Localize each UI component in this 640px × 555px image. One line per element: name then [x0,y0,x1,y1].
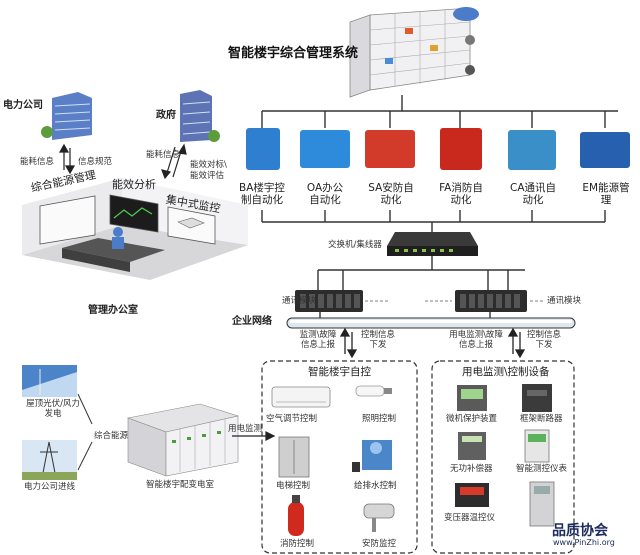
right-upload-label: 用电监测\故障信息上报 [449,330,503,351]
integrated-energy-label: 综合能源 [94,431,129,441]
government-building [180,90,220,142]
relay-protection-label: 微机保护装置 [446,414,498,424]
fire-control-label: 消防控制 [280,539,315,549]
solar-photo [22,365,77,397]
watermark-url: www.PinZhi.org [553,538,615,547]
watermark-name: 品质协会 [552,523,608,539]
grid-line-label: 电力公司进线 [24,482,76,492]
monitor-chart-icon [300,130,350,168]
network-switch-graphic [387,232,478,256]
elevator-control-label: 电梯控制 [276,481,311,491]
fire-icon [440,128,482,170]
lightbulb-icon [355,385,392,397]
switch-label: 交换机/集线器 [328,240,382,250]
right-download-label: 控制信息下发 [526,330,561,351]
power-company-label: 电力公司 [3,100,43,111]
security-camera-icon [363,503,395,532]
ac-control-label: 空气调节控制 [266,414,318,424]
office-room-graphic [22,178,248,280]
transformer-temp-label: 变压器温控仪 [444,513,496,523]
solar-label: 屋顶光伏/风力发电 [26,399,80,420]
left-download-label: 控制信息下发 [360,330,395,351]
lighting-control-label: 照明控制 [362,414,397,424]
smart-meter-icon [524,429,550,463]
fire-extinguisher-icon [288,495,304,536]
relay-protection-icon [457,385,487,411]
comm-module-right-graphic [455,290,527,312]
energy-info2-label: 能耗信息 [146,150,181,160]
camera-alarm-icon [365,130,415,168]
power-company-building [41,92,92,140]
government-label: 政府 [156,110,176,121]
system-label-ca: CA通讯自动化 [509,182,556,207]
energy-analysis-label: 能效分析 [112,178,156,191]
system-label-ba: BA楼宇控制自动化 [239,182,285,207]
system-label-sa: SA安防自动化 [368,182,414,207]
efficiency-eval-label: 能效对标\能效评估 [190,160,227,181]
comm-module-right-label: 通讯模块 [547,296,582,306]
grid-tower-photo [22,440,77,480]
enterprise-network-pipe [286,317,576,329]
system-label-oa: OA办公自动化 [306,182,344,207]
frame-breaker-label: 框架断路器 [520,414,563,424]
info-spec-label: 信息规范 [78,157,113,167]
computer-icon [508,130,556,170]
transformer-temp-icon [455,483,489,507]
auto-control-title: 智能楼宇自控 [308,366,371,378]
system-label-fa: FA消防自动化 [439,182,483,207]
ac-unit-icon [271,386,331,408]
water-pump-icon [352,440,392,472]
comm-module-left-graphic [295,290,363,312]
water-control-label: 给排水控制 [354,481,397,491]
building-cabinet-icon [246,128,280,170]
office-label: 管理办公室 [88,305,138,316]
meter-icon [580,132,630,168]
power-monitor-label: 用电监测 [228,424,263,434]
substation-label: 智能楼宇配变电室 [146,480,215,490]
smart-meter-label: 智能测控仪表 [516,464,568,474]
elevator-icon [278,436,310,478]
building-cloud-graphic [349,7,479,98]
enterprise-network-label: 企业网络 [232,316,272,327]
system-label-em: EM能源管理 [582,182,630,207]
frame-breaker-icon [522,384,552,412]
security-monitor-label: 安防监控 [362,539,397,549]
left-upload-label: 监测\故障信息上报 [299,330,337,351]
energy-info-label: 能耗信息 [20,157,55,167]
cabinet-icon [529,481,555,527]
switchgear-cabinets [126,403,240,477]
comm-module-left-label: 通讯模块 [282,296,317,306]
reactive-comp-label: 无功补偿器 [450,464,493,474]
reactive-compensator-icon [458,432,486,460]
diagram-title: 智能楼宇综合管理系统 [228,46,359,61]
power-devices-title: 用电监测\控制设备 [462,366,550,378]
